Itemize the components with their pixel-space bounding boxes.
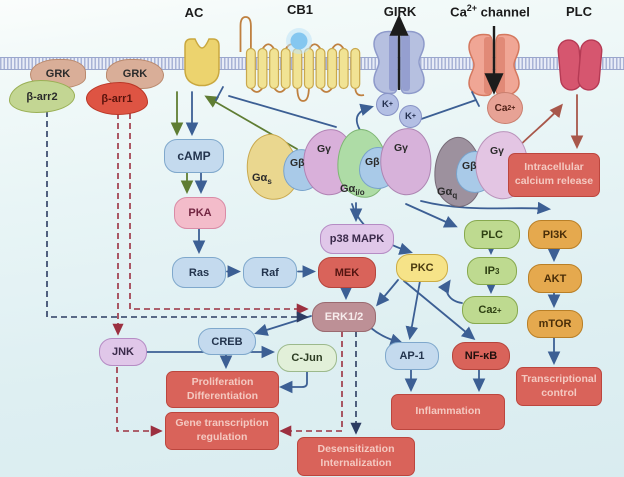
label-g-gamma-gio: Gγ	[394, 142, 409, 154]
node-ras: Ras	[172, 257, 226, 288]
dashed-barr1-erk	[129, 113, 309, 315]
node-mek: MEK	[318, 257, 376, 288]
arrow-pkc-nfkb	[403, 280, 476, 340]
potassium-ion-2: K+	[399, 105, 422, 128]
label-g-beta-gs: Gβ	[290, 157, 305, 169]
label-g-alpha-q: Gαq	[437, 186, 458, 201]
label-g-beta-gio: Gβ	[365, 156, 380, 168]
node-akt: AKT	[528, 264, 582, 293]
dashed-barr2-erk	[46, 111, 309, 323]
beta-arr2-dashed-arrows	[46, 111, 362, 435]
cb1-receptor-shape	[239, 16, 365, 102]
label-cb1: CB1	[286, 2, 314, 17]
arrow-pkc-ap1	[405, 280, 421, 341]
label-girk: GIRK	[383, 4, 417, 19]
outcome-gene-transcription-regulation: Gene transcription regulation	[165, 412, 279, 450]
node-nfkb: NF-κB	[452, 342, 510, 370]
outcome-transcriptional-control: Transcriptional control	[516, 367, 602, 406]
label-g-gamma-gq: Gγ	[490, 145, 505, 157]
node-pka: PKA	[174, 197, 226, 229]
label-g-alpha-io: Gαi/o	[340, 183, 365, 198]
node-jnk: JNK	[99, 338, 147, 366]
outcome-desensitization-internalization: Desensitization Internalization	[297, 437, 415, 476]
adenylyl-cyclase-shape	[184, 38, 220, 87]
arrow-pkc-erk	[376, 279, 399, 307]
plc-membrane-protein-shape	[557, 39, 603, 91]
node-mtor: mTOR	[527, 310, 583, 338]
label-g-alpha-s: Gαs	[252, 172, 272, 187]
beta-arrestin-2-blob: β-arr2	[9, 80, 75, 113]
arrow-gbg-plc	[405, 203, 458, 228]
inhibition-bar-ca-channel	[471, 91, 480, 107]
label-plc: PLC	[566, 4, 592, 19]
label-g-gamma-gs: Gγ	[317, 143, 332, 155]
calcium-channel-shape	[468, 33, 520, 97]
node-pi3k: PI3K	[528, 220, 582, 249]
label-ac: AC	[184, 5, 204, 20]
node-c-jun: C-Jun	[277, 344, 337, 372]
dashed-jnk-gene-transcription	[116, 367, 163, 437]
node-p38-mapk: p38 MAPK	[320, 224, 394, 254]
dashed-erk-gene-transcription	[279, 331, 343, 437]
node-creb: CREB	[198, 328, 256, 355]
node-camp: cAMP	[164, 139, 224, 173]
node-raf: Raf	[243, 257, 297, 288]
node-erk: ERK1/2	[312, 302, 376, 332]
arrow-erk-ap1	[370, 327, 404, 346]
cb1-helices	[245, 47, 361, 90]
girk-channel-shape	[373, 30, 425, 95]
outcome-inflammation: Inflammation	[391, 394, 505, 430]
inhibition-bar-ac	[215, 86, 224, 101]
node-pkc: PKC	[396, 254, 448, 282]
beta-arr1-dashed-arrows	[112, 113, 343, 437]
potassium-ion-1: K+	[376, 93, 399, 116]
arrow-gio-girk	[355, 103, 374, 131]
arrow-gbg-pi3k	[420, 200, 552, 215]
beta-arrestin-1-blob: β-arr1	[86, 82, 148, 115]
ligand-dot	[286, 28, 312, 54]
node-ap1: AP-1	[385, 342, 439, 370]
node-plc: PLC	[464, 220, 520, 249]
label-g-beta-gq: Gβ	[462, 160, 477, 172]
arrow-erk-creb	[254, 315, 312, 336]
inhibition-gio-ac	[228, 95, 337, 128]
label-ca-channel: Ca2+ channel	[450, 3, 530, 20]
outcome-proliferation-differentiation: Proliferation Differentiation	[166, 371, 279, 408]
arrow-ca-pkc	[437, 279, 463, 304]
outcome-intracellular-calcium-release: Intracellular calcium release	[508, 153, 600, 197]
arrow-cjun-proliferation	[278, 370, 308, 394]
